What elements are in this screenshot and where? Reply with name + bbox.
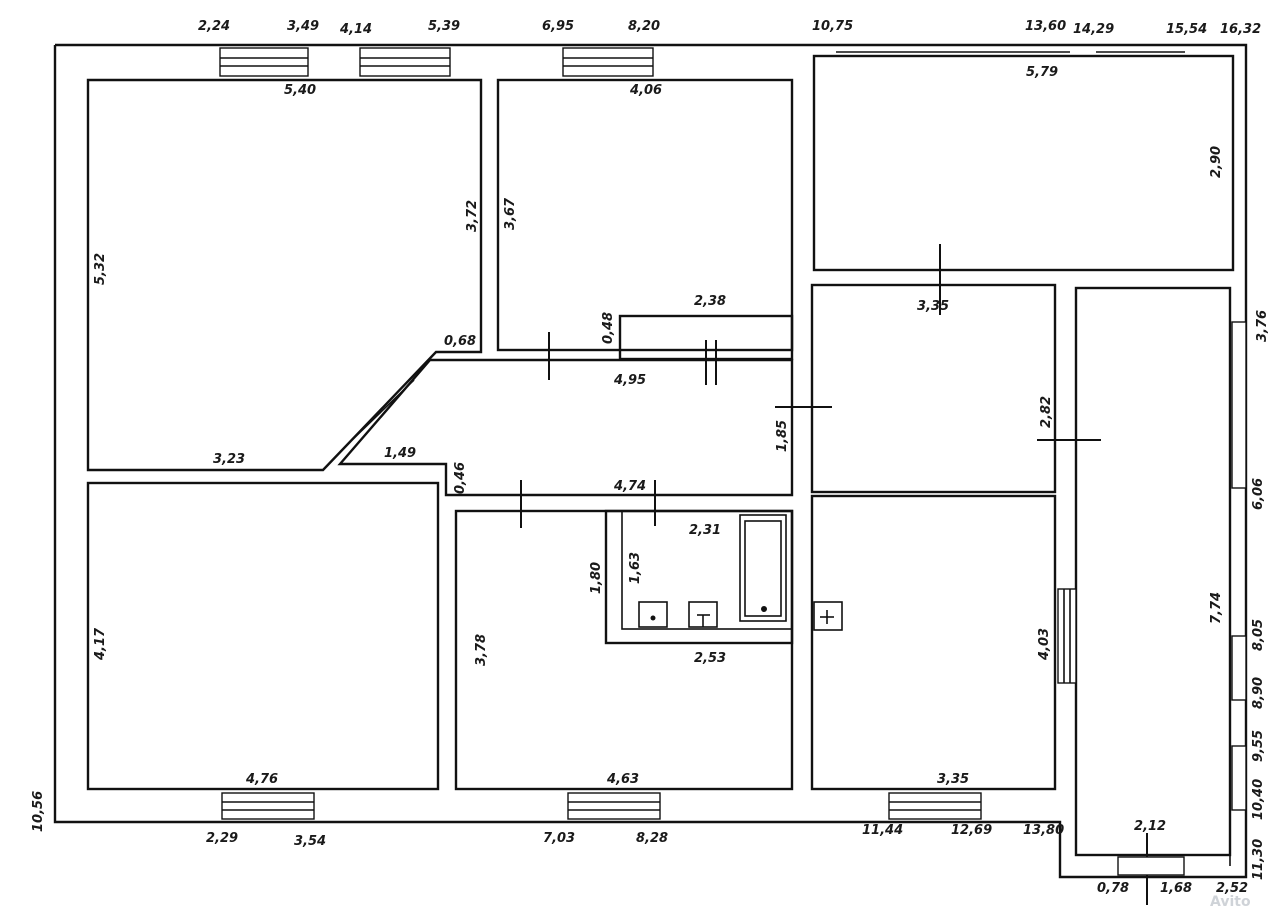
- left-tick-label: 10,56: [31, 791, 46, 832]
- bath-bottom-dim: 2,53: [694, 651, 726, 666]
- top-tick-label: 13,60: [1025, 19, 1066, 34]
- hall-step-width-dim: 1,49: [384, 446, 416, 461]
- right-tick-label: 10,40: [1251, 779, 1266, 820]
- bottom-tick-label: 3,54: [294, 834, 326, 849]
- room-6-bottom-dim: 4,76: [245, 772, 278, 787]
- side-windows: [351, 321, 1247, 811]
- room-3: [812, 54, 1235, 272]
- hall-bottom-dim: 4,74: [613, 479, 646, 494]
- room-1-corner-dim: 0,68: [444, 334, 476, 349]
- top-tick-label: 15,54: [1166, 22, 1207, 37]
- room-7-left-dim: 3,78: [474, 634, 489, 666]
- room-6-left-dim: 4,17: [93, 627, 108, 661]
- bottom-tick-label: 7,03: [543, 831, 575, 846]
- watermark-logo: Avito: [1210, 894, 1251, 910]
- top-tick-label: 6,95: [542, 19, 574, 34]
- room-4-right-dim: 2,82: [1039, 396, 1054, 428]
- room-6: [86, 481, 440, 791]
- hall: [337, 358, 794, 497]
- hall-top-dim: 4,95: [613, 373, 646, 388]
- room-9-bottom-dim: 2,12: [1134, 819, 1166, 834]
- bath-width-dim: 2,31: [689, 523, 721, 538]
- top-tick-label: 14,29: [1073, 22, 1114, 37]
- room-2: [496, 78, 794, 352]
- right-tick-label: 8,05: [1251, 619, 1266, 651]
- right-tick-label: 8,90: [1251, 677, 1266, 709]
- hall-step-height-dim: 0,46: [453, 462, 468, 494]
- room-7-bottom-dim: 4,63: [606, 772, 639, 787]
- top-tick-label: 4,14: [339, 22, 372, 37]
- closet-height-dim: 0,48: [601, 312, 616, 344]
- top-tick-label: 2,24: [198, 19, 230, 34]
- room-8-bottom-dim: 3,35: [937, 772, 969, 787]
- room-1-bottom-dim: 3,23: [213, 452, 245, 467]
- room-9-right-dim: 7,74: [1209, 592, 1224, 624]
- closet-width-dim: 2,38: [694, 294, 726, 309]
- dimension-labels: 2,24 3,49 4,14 5,39 6,95 8,20 10,75 13,6…: [31, 19, 1270, 896]
- room-1: [86, 78, 483, 472]
- room-8-right-dim: 4,03: [1037, 628, 1052, 661]
- bath-inner-height-dim: 1,63: [628, 552, 643, 584]
- room-3-right-dim: 2,90: [1209, 146, 1224, 178]
- top-tick-label: 3,49: [287, 19, 319, 34]
- top-tick-label: 5,39: [428, 19, 460, 34]
- bottom-tick-label: 11,44: [862, 823, 903, 838]
- bottom-tick-label: 8,28: [636, 831, 668, 846]
- right-tick-label: 3,76: [1255, 310, 1270, 342]
- room-3-top-dim: 5,79: [1026, 65, 1058, 80]
- bottom-tick-label: 12,69: [951, 823, 992, 838]
- bottom-tick-label: 1,68: [1160, 881, 1192, 896]
- room-1-top-dim: 5,40: [284, 83, 316, 98]
- room-2-top-dim: 4,06: [629, 83, 662, 98]
- room-4: [810, 283, 1057, 494]
- bath-outer-height-dim: 1,80: [589, 562, 604, 594]
- bottom-windows: [221, 792, 1185, 876]
- bottom-tick-label: 2,29: [206, 831, 238, 846]
- bottom-tick-label: 13,80: [1023, 823, 1064, 838]
- right-tick-label: 11,30: [1251, 839, 1266, 880]
- bath-fixtures: [638, 514, 843, 631]
- room-2-left-dim: 3,67: [503, 197, 518, 230]
- top-tick-label: 8,20: [628, 19, 660, 34]
- bottom-tick-label: 2,52: [1216, 881, 1248, 896]
- top-tick-label: 16,32: [1220, 22, 1261, 37]
- top-windows: [219, 47, 1185, 77]
- room-1-right-dim: 3,72: [465, 200, 480, 232]
- hall-right-dim: 1,85: [775, 420, 790, 452]
- room-8: [810, 494, 1057, 791]
- room-1-left-dim: 5,32: [93, 253, 108, 285]
- right-tick-label: 9,55: [1251, 730, 1266, 762]
- room-9: [1074, 286, 1232, 857]
- top-tick-label: 10,75: [812, 19, 853, 34]
- bottom-tick-label: 0,78: [1097, 881, 1129, 896]
- bathroom-inner: [621, 510, 793, 630]
- room-4-top-dim: 3,35: [917, 299, 949, 314]
- right-tick-label: 6,06: [1251, 478, 1266, 510]
